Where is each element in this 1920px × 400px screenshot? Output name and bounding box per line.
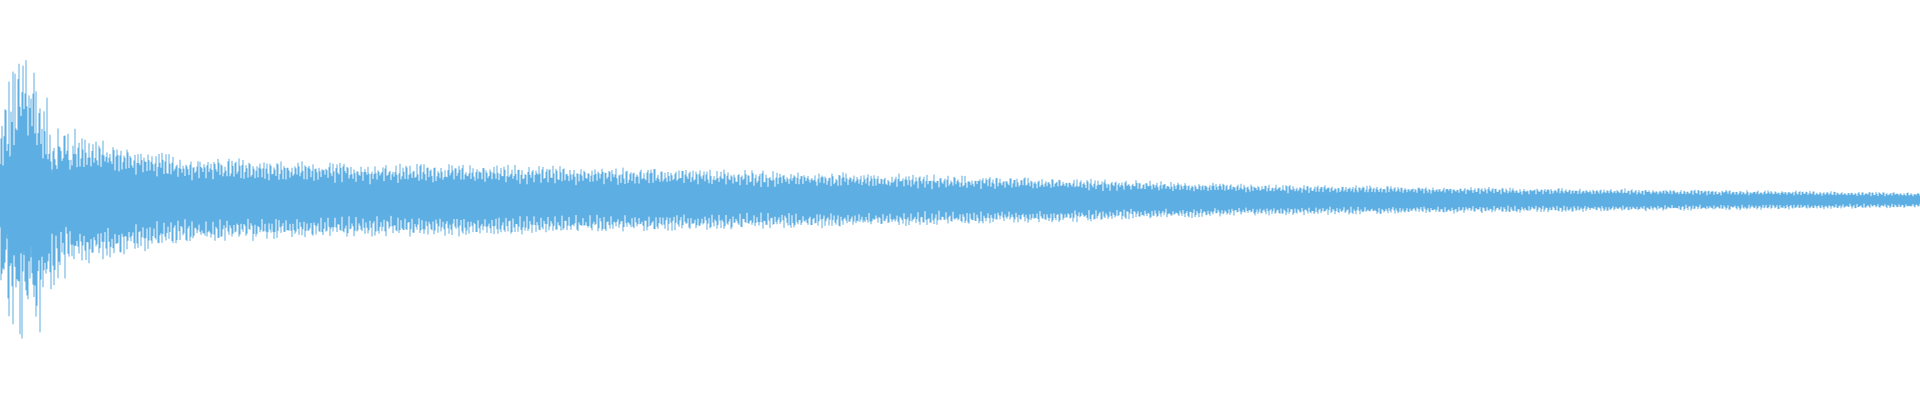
waveform-body — [0, 141, 1920, 259]
